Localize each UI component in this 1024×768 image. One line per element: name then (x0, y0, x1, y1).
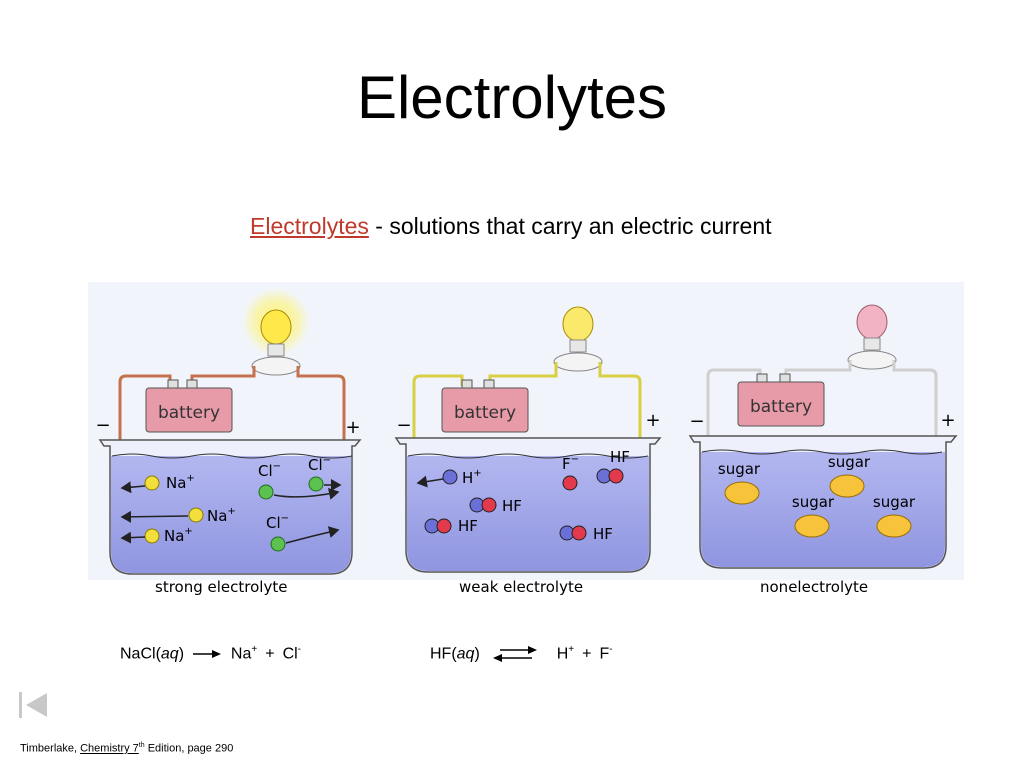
molecule-label: sugar (718, 460, 761, 478)
negative-terminal-label: − (95, 415, 110, 436)
equation-state: aq (456, 645, 475, 663)
sugar-molecule: sugar (792, 493, 835, 538)
forward-arrow-icon (193, 650, 222, 659)
fluoride-ion: F− (562, 454, 579, 491)
beaker-icon (98, 439, 362, 575)
citation-author: Timberlake, (20, 742, 81, 755)
equation-product: Na (230, 645, 252, 663)
equation-product: Cl (282, 645, 298, 663)
chloride-ion: Cl− (308, 455, 342, 492)
battery-label: battery (158, 403, 220, 423)
weak-electrolyte-diagram: battery − + H+ F− HF HF (394, 306, 662, 573)
strong-electrolyte-diagram: battery − + Na+ Na+ Na+ Cl− (95, 288, 362, 575)
ion-label: Cl (258, 462, 273, 480)
svg-text:Na+: Na+ (166, 473, 195, 492)
beaker-icon (394, 437, 662, 573)
light-bulb-icon (553, 306, 603, 372)
light-bulb-icon (847, 304, 897, 370)
definition-term[interactable]: Electrolytes (250, 213, 369, 239)
definition: Electrolytes - solutions that carry an e… (250, 211, 772, 241)
equation-reactant: NaCl( (120, 645, 161, 663)
caption-strong-electrolyte: strong electrolyte (155, 578, 288, 596)
caption-nonelectrolyte: nonelectrolyte (760, 578, 869, 596)
chloride-ion: Cl− (258, 461, 340, 500)
chloride-ion: Cl− (266, 513, 340, 552)
equation-product: H (556, 645, 569, 663)
molecule-label: sugar (873, 493, 916, 511)
svg-text:Cl−: Cl− (308, 455, 331, 474)
hf-molecule: HF (596, 448, 630, 484)
hf-molecule: HF (424, 517, 478, 535)
battery-icon: battery (737, 373, 825, 427)
sodium-ion: Na+ (120, 506, 236, 525)
positive-terminal-label: + (940, 410, 955, 431)
equation-nacl: NaCl(aq) Na++Cl- (120, 644, 302, 663)
nonelectrolyte-diagram: battery − + sugar sugar sugar sugar (688, 304, 958, 569)
svg-text:Cl−: Cl− (258, 461, 281, 480)
battery-icon: battery (145, 379, 233, 433)
ion-label: Na (207, 507, 227, 525)
citation-edition: Edition, page 290 (144, 742, 234, 755)
hydrogen-ion: H+ (416, 468, 482, 488)
battery-icon: battery (441, 379, 529, 433)
hf-molecule: HF (559, 525, 613, 543)
svg-text:Na+: Na+ (207, 506, 236, 525)
definition-text: - solutions that carry an electric curre… (368, 213, 772, 239)
sodium-ion: Na+ (120, 473, 195, 494)
equation-state: aq (160, 645, 179, 663)
slide-title: Electrolytes (356, 64, 668, 131)
citation-book: Chemistry 7 (80, 742, 139, 755)
sugar-molecule: sugar (873, 493, 916, 538)
negative-terminal-label: − (396, 415, 411, 436)
sugar-molecule: sugar (828, 453, 871, 498)
caption-weak-electrolyte: weak electrolyte (459, 578, 584, 596)
sodium-ion: Na+ (120, 526, 193, 545)
equation-plus: + (582, 645, 592, 663)
svg-text:Na+: Na+ (164, 526, 193, 545)
electrolyte-illustration: battery − + Na+ Na+ Na+ Cl− (88, 282, 964, 580)
molecule-label: sugar (828, 453, 871, 471)
ion-label: F (562, 455, 571, 473)
equation-product: F (599, 645, 610, 663)
equilibrium-arrow-icon (493, 646, 538, 663)
equation-plus: + (265, 645, 275, 663)
ion-label: Na (164, 527, 184, 545)
hf-molecule: HF (469, 497, 522, 515)
previous-slide-icon[interactable] (17, 690, 49, 720)
citation-footer: Timberlake, Chemistry 7th Edition, page … (20, 742, 234, 755)
svg-text:F−: F− (562, 454, 579, 473)
ion-label: Na (166, 474, 186, 492)
light-bulb-icon (251, 309, 301, 376)
molecule-label: sugar (792, 493, 835, 511)
molecule-label: HF (593, 525, 613, 543)
molecule-label: HF (502, 497, 522, 515)
negative-terminal-label: − (689, 411, 704, 432)
battery-label: battery (750, 397, 812, 417)
svg-text:H+: H+ (462, 468, 482, 487)
molecule-label: HF (610, 448, 630, 466)
battery-label: battery (454, 403, 516, 423)
equation-reactant: HF( (430, 645, 457, 663)
svg-text:Cl−: Cl− (266, 513, 289, 532)
equation-hf: HF(aq) H++F- (430, 644, 613, 663)
sugar-molecule: sugar (718, 460, 761, 505)
molecule-label: HF (458, 517, 478, 535)
ion-label: H (462, 469, 473, 487)
ion-label: Cl (266, 514, 281, 532)
ion-label: Cl (308, 456, 323, 474)
positive-terminal-label: + (345, 417, 360, 438)
positive-terminal-label: + (645, 410, 660, 431)
